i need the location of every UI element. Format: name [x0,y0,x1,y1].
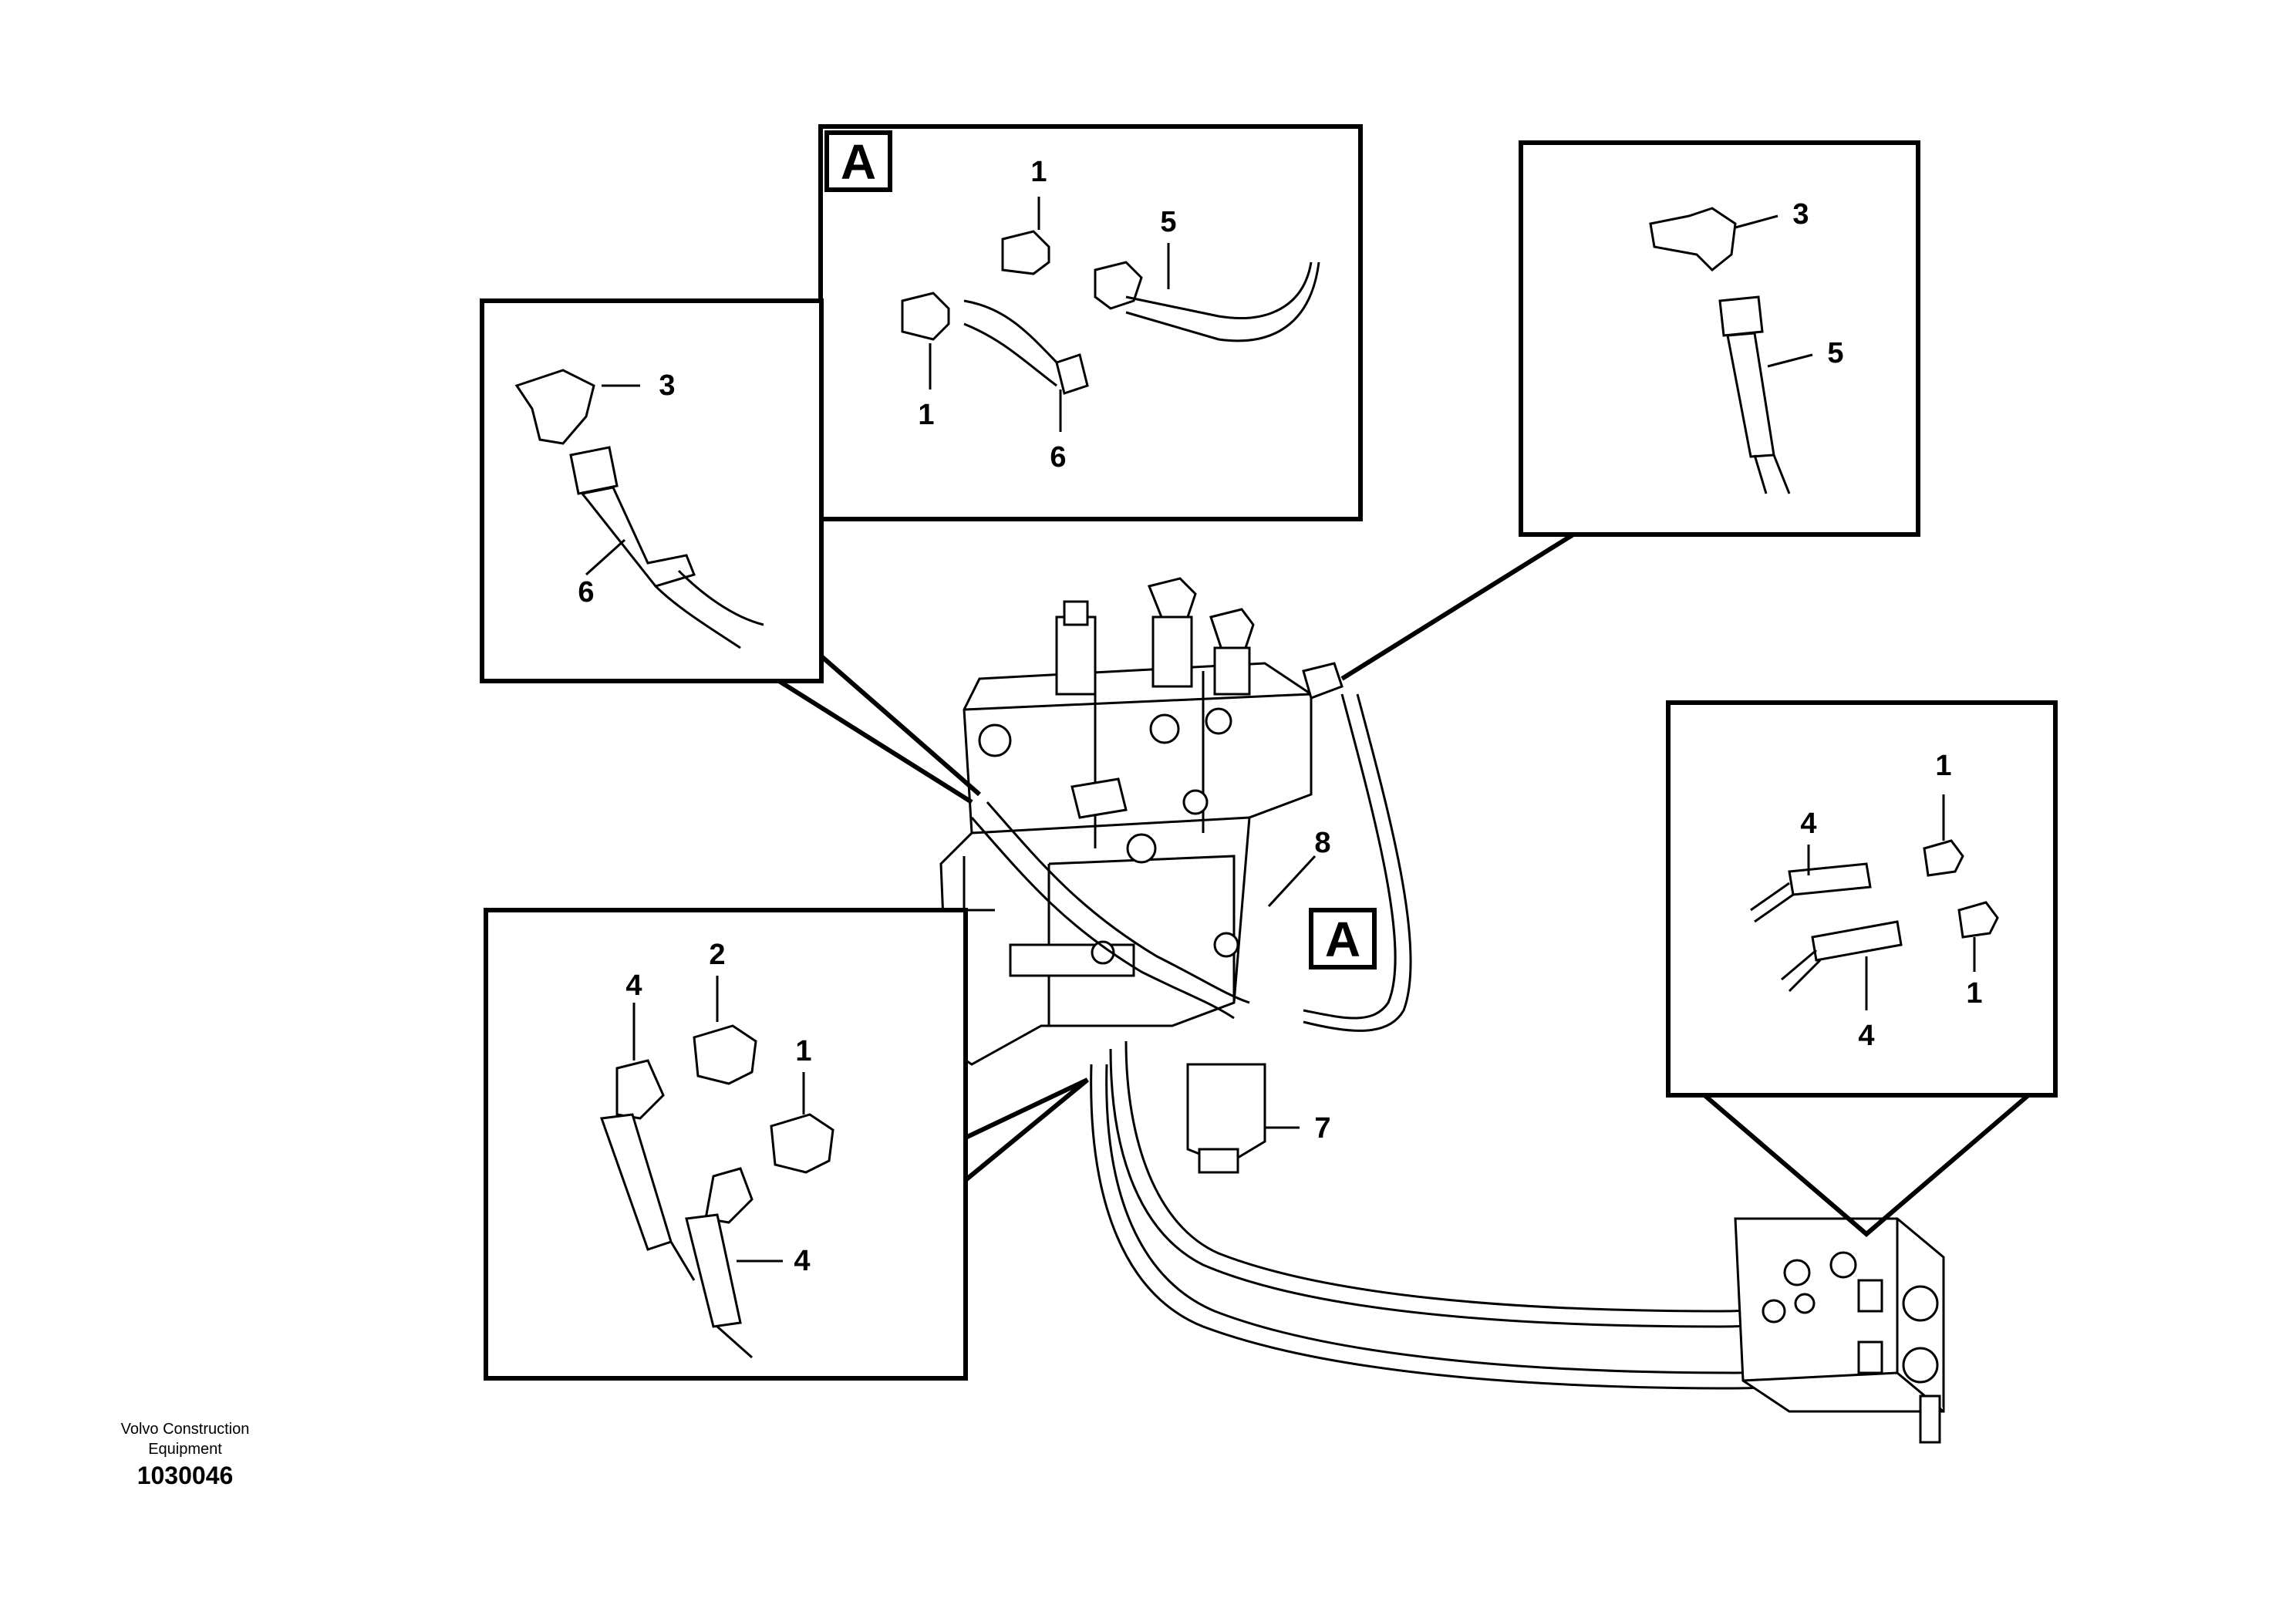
callout-5: 5 [1160,206,1176,238]
callout-4: 4 [625,969,642,1002]
box-bottom-left-pointer [964,1077,1089,1182]
company-credit: Volvo Construction Equipment [120,1421,250,1458]
callout-4: 4 [1800,808,1816,840]
view-label: A [841,134,876,190]
detail-box-a: A 1 5 1 6 [818,124,1363,521]
callout-1: 1 [1966,977,1982,1010]
box-a-pointer [818,519,981,797]
callout-7: 7 [1314,1112,1330,1145]
callout-1: 1 [918,399,934,431]
drawing-number: 1030046 [137,1462,234,1489]
main-view-label-a: A [1309,908,1377,969]
box-top-right-pointer [1340,532,1582,681]
callout-6: 6 [1050,441,1066,474]
callout-1: 1 [1935,750,1951,782]
main-valve-assembly [939,577,1344,1174]
auxiliary-valve-block [1734,1217,1945,1444]
leader-8 [1267,855,1317,908]
callout-2: 2 [709,939,725,971]
callout-1: 1 [795,1035,811,1067]
svg-text:A: A [1325,912,1360,967]
callout-3: 3 [659,369,675,402]
detail-box-left: 3 6 [480,298,824,683]
detail-box-bottom-left: 4 2 1 4 [484,908,968,1381]
callout-1: 1 [1030,156,1047,188]
callout-3: 3 [1792,198,1809,231]
box-right-pointer [1703,1093,2030,1237]
callout-6: 6 [578,576,594,609]
callout-4: 4 [1858,1020,1874,1052]
detail-box-top-right: 3 5 [1519,140,1920,537]
callout-4: 4 [794,1245,810,1277]
callout-8: 8 [1314,827,1330,859]
detail-box-right: 1 4 4 1 [1666,700,2058,1098]
callout-5: 5 [1827,337,1843,369]
box-left-pointer [777,679,973,804]
